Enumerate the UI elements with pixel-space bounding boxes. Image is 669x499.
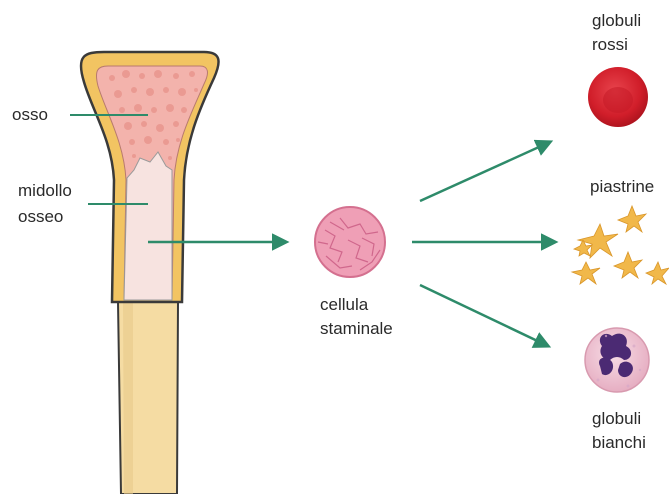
- bone-shaft-shadow: [123, 302, 133, 494]
- label-cellula-line2: staminale: [320, 318, 393, 340]
- label-cellula-line1: cellula: [320, 294, 368, 316]
- arrow-to-red-cells: [420, 142, 550, 201]
- white-blood-cell-icon: [585, 328, 649, 392]
- label-midollo-line2: osseo: [18, 206, 63, 228]
- label-bianchi-line2: bianchi: [592, 432, 646, 454]
- label-rossi-line1: globuli: [592, 10, 641, 32]
- label-rossi-line2: rossi: [592, 34, 628, 56]
- arrow-to-white-cells: [420, 285, 548, 346]
- label-bianchi-line1: globuli: [592, 408, 641, 430]
- red-blood-cell-icon: [588, 67, 648, 127]
- platelets-icon: [572, 206, 669, 284]
- label-osso: osso: [12, 104, 48, 126]
- marrow: [124, 152, 172, 300]
- label-piastrine: piastrine: [590, 176, 654, 198]
- label-midollo-line1: midollo: [18, 180, 72, 202]
- stem-cell-icon: [315, 207, 385, 277]
